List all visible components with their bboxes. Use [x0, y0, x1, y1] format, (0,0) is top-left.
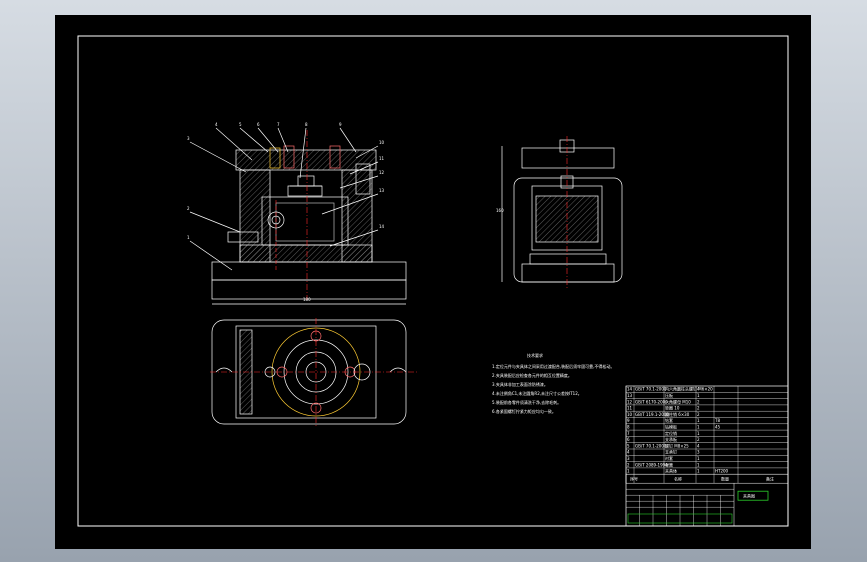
- tech-line: 6.各紧固螺钉拧紧力矩应均匀一致。: [492, 408, 556, 414]
- part-balloon: 12: [379, 170, 385, 175]
- bom-cell: 14: [627, 387, 633, 392]
- bom-cell: 3: [697, 450, 700, 455]
- bom-cell: 7: [627, 431, 630, 436]
- bom-cell: 3: [627, 456, 630, 461]
- part-balloon: 6: [257, 122, 260, 127]
- part-balloon: 14: [379, 224, 385, 229]
- bom-cell: 4: [627, 450, 630, 455]
- front-section-view: [189, 127, 407, 305]
- front-dim-width: 180: [303, 297, 311, 302]
- part-balloon: 4: [215, 122, 218, 127]
- bom-header-row: [625, 473, 789, 484]
- part-balloon: 11: [379, 156, 385, 161]
- bom-cell: 夹具体: [665, 468, 677, 474]
- bom-cell: 1: [697, 456, 700, 461]
- bom-cell: 11: [627, 406, 633, 411]
- bom-cell: 支承板: [665, 436, 677, 442]
- title-cell-box: [737, 490, 769, 501]
- bom-cell: 5: [627, 443, 630, 448]
- bom-cell: 内六角圆柱头螺钉 M6×20: [665, 386, 713, 392]
- bom-cell: 12: [627, 399, 633, 404]
- part-balloon: 7: [277, 122, 280, 127]
- bom-cell: 8: [627, 425, 630, 430]
- bom-cell: 圆柱销 6×30: [665, 411, 690, 417]
- part-balloon: 10: [379, 140, 385, 145]
- part-balloon: 8: [305, 122, 308, 127]
- bom-cell: 2: [697, 406, 700, 411]
- drawing-sheet: [55, 15, 811, 549]
- bom-cell: 10: [627, 412, 633, 417]
- bom-cell: 45: [715, 425, 721, 430]
- bom-cell: 2: [627, 462, 630, 467]
- tech-line: 5.装配前各零件须清洗干净,去除毛刺。: [492, 399, 561, 405]
- bom-cell: GB/T 70.1-2000: [635, 387, 667, 392]
- part-balloon: 3: [187, 136, 190, 141]
- part-balloon: 2: [187, 206, 190, 211]
- title-cell-text: 夹具图: [743, 493, 755, 499]
- bom-cell: 1: [697, 431, 700, 436]
- bom-cell: 定位销: [665, 430, 677, 436]
- tech-requirements: 技术要求 1.定位元件与夹具体之间采用过渡配合,装配后须牢固可靠,不得松动。 2.…: [492, 352, 614, 414]
- bom-cell: 钻模板: [665, 424, 677, 430]
- drawing-frame: [77, 35, 789, 527]
- bom-cell: GB/T 6170-2000: [635, 399, 668, 404]
- sign-row-highlight: [627, 513, 733, 524]
- bom-cell: T8: [714, 418, 720, 423]
- bom-cell: 1: [697, 425, 700, 430]
- bom-cell: 支承钉: [665, 449, 677, 455]
- bom-cell: 1: [697, 393, 700, 398]
- side-dim-height: 160: [496, 208, 504, 213]
- bom-cell: 4: [697, 387, 700, 392]
- tech-line: 2.夹具装配后应检查各元件的相互位置精度。: [492, 372, 572, 378]
- bom-cell: 1: [697, 462, 700, 467]
- bom-cell: GB/T 2089-1994: [635, 462, 668, 467]
- bom-cell: 钻套: [665, 417, 673, 423]
- bom-cell: 1: [697, 469, 700, 474]
- bom-header-col_qty: 数量: [721, 476, 729, 482]
- bom-cell: 2: [697, 399, 700, 404]
- bom-header-col_name: 名称: [674, 476, 682, 482]
- tech-line: 3.夹具体非加工表面涂防锈漆。: [492, 381, 548, 387]
- bom-cell: 弹簧: [665, 461, 673, 467]
- part-balloon: 9: [339, 122, 342, 127]
- bom-cell: 压板: [665, 392, 673, 398]
- bom-cell: GB/T 70.1-2000: [635, 443, 667, 448]
- bom-cell: 衬套: [665, 455, 673, 461]
- bom-cell: GB/T 119.1-2000: [635, 412, 669, 417]
- bom-cell: 6: [627, 437, 630, 442]
- part-balloon: 1: [187, 235, 190, 240]
- tech-line: 1.定位元件与夹具体之间采用过渡配合,装配后须牢固可靠,不得松动。: [492, 363, 614, 369]
- bom-cell: 13: [627, 393, 633, 398]
- bom-cell: 垫圈 10: [665, 405, 680, 411]
- tech-heading: 技术要求: [527, 352, 543, 358]
- bom-cell: 螺钉 M8×25: [665, 442, 689, 448]
- bom-cell: 1: [627, 469, 630, 474]
- bom-cell: 2: [697, 412, 700, 417]
- bom-cell: 4: [697, 443, 700, 448]
- bom-header-col_serial: 序号: [630, 476, 638, 482]
- part-balloon: 5: [239, 122, 242, 127]
- bom-cell: 9: [627, 418, 630, 423]
- bom-header-col_note: 备注: [766, 476, 774, 482]
- tech-line: 4.未注倒角C1,未注圆角R2,未注尺寸公差按IT12。: [492, 390, 582, 396]
- bom-cell: HT200: [715, 469, 729, 474]
- bom-cell: 2: [697, 437, 700, 442]
- bom-cell: 六角螺母 M10: [665, 398, 691, 404]
- part-balloon: 13: [379, 188, 385, 193]
- bom-cell: 1: [697, 418, 700, 423]
